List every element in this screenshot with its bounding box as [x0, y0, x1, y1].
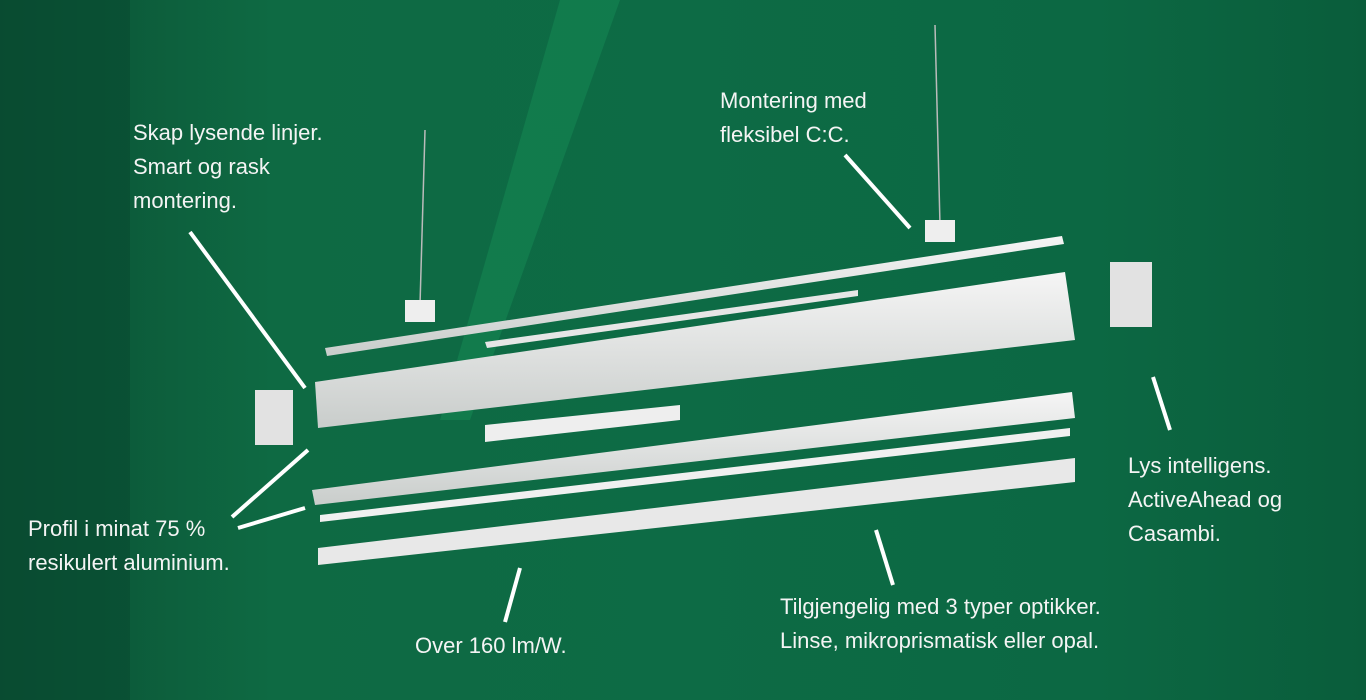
end-cap: [255, 390, 293, 445]
callout-text: Linse, mikroprismatisk eller opal.: [780, 628, 1100, 653]
diffuser: [312, 392, 1075, 505]
suspension-wire: [934, 24, 941, 226]
suspension-clip: [405, 300, 435, 322]
sensor-module: [1110, 262, 1152, 327]
suspension-clip: [925, 220, 955, 242]
callout-text: fleksibel C:C.: [720, 122, 850, 147]
efficacy-callout: Over 160 lm/W.: [415, 629, 567, 663]
intelligence-callout: Lys intelligens. ActiveAhead og Casambi.: [1128, 449, 1282, 551]
ceiling-light-beam: [440, 0, 620, 420]
mounting-callout: Montering med fleksibel C:C.: [720, 84, 867, 152]
callout-text: Profil i minat 75 %: [28, 516, 206, 541]
callout-text: Over 160 lm/W.: [415, 633, 567, 658]
led-strip: [320, 428, 1070, 522]
callout-text: Casambi.: [1128, 521, 1221, 546]
profile-callout: Profil i minat 75 % resikulert aluminium…: [28, 512, 230, 580]
aluminium-profile: [315, 272, 1075, 428]
callout-text: Skap lysende linjer.: [133, 120, 323, 145]
optics-lens: [318, 458, 1075, 565]
callout-text: resikulert aluminium.: [28, 550, 230, 575]
callout-text: Smart og rask: [133, 154, 270, 179]
corridor-wall: [0, 0, 130, 700]
callout-text: Tilgjengelig med 3 typer optikker.: [780, 594, 1101, 619]
suspension-wire: [419, 129, 426, 306]
mounting-rail: [325, 236, 1064, 356]
callout-lines: [188, 153, 1172, 623]
optics-callout: Tilgjengelig med 3 typer optikker. Linse…: [780, 590, 1101, 658]
callout-text: Montering med: [720, 88, 867, 113]
lines-callout: Skap lysende linjer. Smart og rask monte…: [133, 116, 323, 218]
inner-rail: [485, 290, 858, 348]
callout-text: montering.: [133, 188, 237, 213]
callout-text: Lys intelligens.: [1128, 453, 1272, 478]
driver: [485, 405, 680, 442]
callout-text: ActiveAhead og: [1128, 487, 1283, 512]
